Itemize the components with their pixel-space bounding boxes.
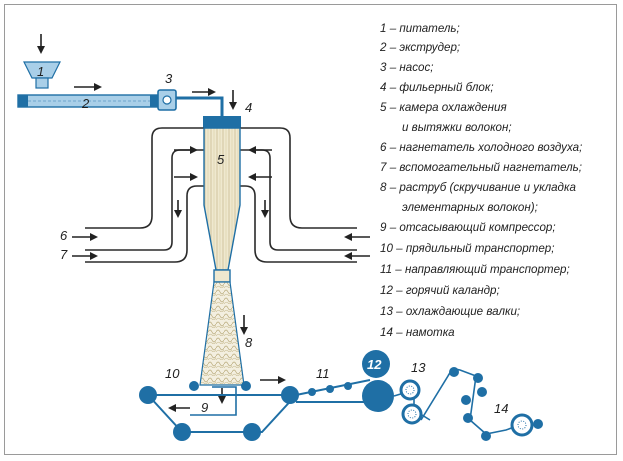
legend-num: 12 [380, 284, 393, 297]
callout-1: 1 [37, 64, 44, 79]
legend-text: направляющий транспортер; [404, 263, 570, 276]
spinning-conveyor: 10 [139, 366, 299, 441]
legend-item-6: 6 – нагнетатель холодного воздуха; [380, 141, 583, 154]
legend-text: элементарных волокон); [402, 201, 538, 214]
legend-text: горячий каландр; [405, 284, 500, 297]
legend-item-7: 7 – вспомогательный нагнетатель; [380, 161, 582, 174]
legend-num: 8 [380, 181, 387, 194]
callout-10: 10 [165, 366, 180, 381]
legend-item-1: 1 – питатель; [380, 22, 460, 35]
legend-item-12: 12 – горячий каландр; [380, 284, 500, 297]
legend-item-3: 3 – насос; [380, 61, 434, 74]
legend-text: раструб (скручивание и укладка [399, 181, 576, 194]
legend-num: 1 [380, 22, 387, 35]
legend-text: вспомогательный нагнетатель; [399, 161, 582, 174]
callout-7: 7 [60, 247, 68, 262]
diffuser: 8 [199, 269, 253, 386]
callout-6: 6 [60, 228, 68, 243]
legend-text: и вытяжки волокон; [402, 121, 512, 134]
legend-item-5: 5 – камера охлаждения [380, 101, 507, 114]
legend-num: 4 [380, 81, 387, 94]
legend-num: 11 [380, 263, 393, 276]
diagram-frame [4, 4, 617, 455]
legend-num: 3 [380, 61, 387, 74]
legend-item-2: 2 – экструдер; [380, 41, 461, 54]
extruder: 2 [17, 83, 159, 111]
legend-num: 2 [380, 41, 387, 54]
callout-12: 12 [367, 357, 382, 372]
legend-text: камера охлаждения [399, 101, 507, 114]
callout-4: 4 [245, 100, 252, 115]
legend-item-8-cont: элементарных волокон); [402, 201, 538, 214]
legend-text: питатель; [399, 22, 460, 35]
callout-3: 3 [165, 71, 173, 86]
legend-text: насос; [399, 61, 434, 74]
callout-11: 11 [316, 366, 330, 381]
legend-num: 5 [380, 101, 387, 114]
callout-8: 8 [245, 335, 253, 350]
legend-item-4: 4 – фильерный блок; [380, 81, 494, 94]
callout-14: 14 [494, 401, 508, 416]
callout-5: 5 [217, 152, 225, 167]
callout-13: 13 [411, 360, 426, 375]
legend-text: охлаждающие валки; [405, 305, 521, 318]
legend-text: прядильный транспортер; [405, 242, 555, 255]
legend-num: 13 [380, 305, 393, 318]
legend-num: 6 [380, 141, 387, 154]
legend-num: 9 [380, 221, 387, 234]
winder: 14 [420, 367, 543, 441]
legend-item-11: 11 – направляющий транспортер; [380, 263, 570, 276]
legend-text: отсасывающий компрессор; [399, 221, 556, 234]
callout-2: 2 [81, 96, 90, 111]
legend-item-13: 13 – охлаждающие валки; [380, 305, 521, 318]
legend-text: экструдер; [399, 41, 461, 54]
legend-text: намотка [405, 326, 455, 339]
callout-9: 9 [201, 400, 208, 415]
spinneret-block: 4 [203, 90, 252, 128]
legend-num: 10 [380, 242, 393, 255]
feeder: 1 [23, 34, 61, 89]
suction-compressor: 9 [168, 386, 237, 416]
legend-item-14: 14 – намотка [380, 326, 455, 339]
hot-calender: 12 [362, 350, 394, 412]
legend-item-10: 10 – прядильный транспортер; [380, 242, 555, 255]
guide-conveyor: 11 [295, 366, 371, 403]
cooling-chamber: 5 [203, 127, 241, 271]
legend-item-9: 9 – отсасывающий компрессор; [380, 221, 556, 234]
air-arrows [72, 146, 370, 260]
feeder-hopper [23, 61, 61, 79]
pump-outlet-pipe [176, 96, 224, 120]
pump: 3 [157, 71, 224, 120]
legend-item-8: 8 – раструб (скручивание и укладка [380, 181, 576, 194]
legend-text: нагнетатель холодного воздуха; [399, 141, 583, 154]
legend-num: 14 [380, 326, 393, 339]
legend-item-5-cont: и вытяжки волокон; [402, 121, 512, 134]
legend-text: фильерный блок; [399, 81, 494, 94]
cooling-rolls: 13 [393, 360, 431, 425]
legend-num: 7 [380, 161, 387, 174]
